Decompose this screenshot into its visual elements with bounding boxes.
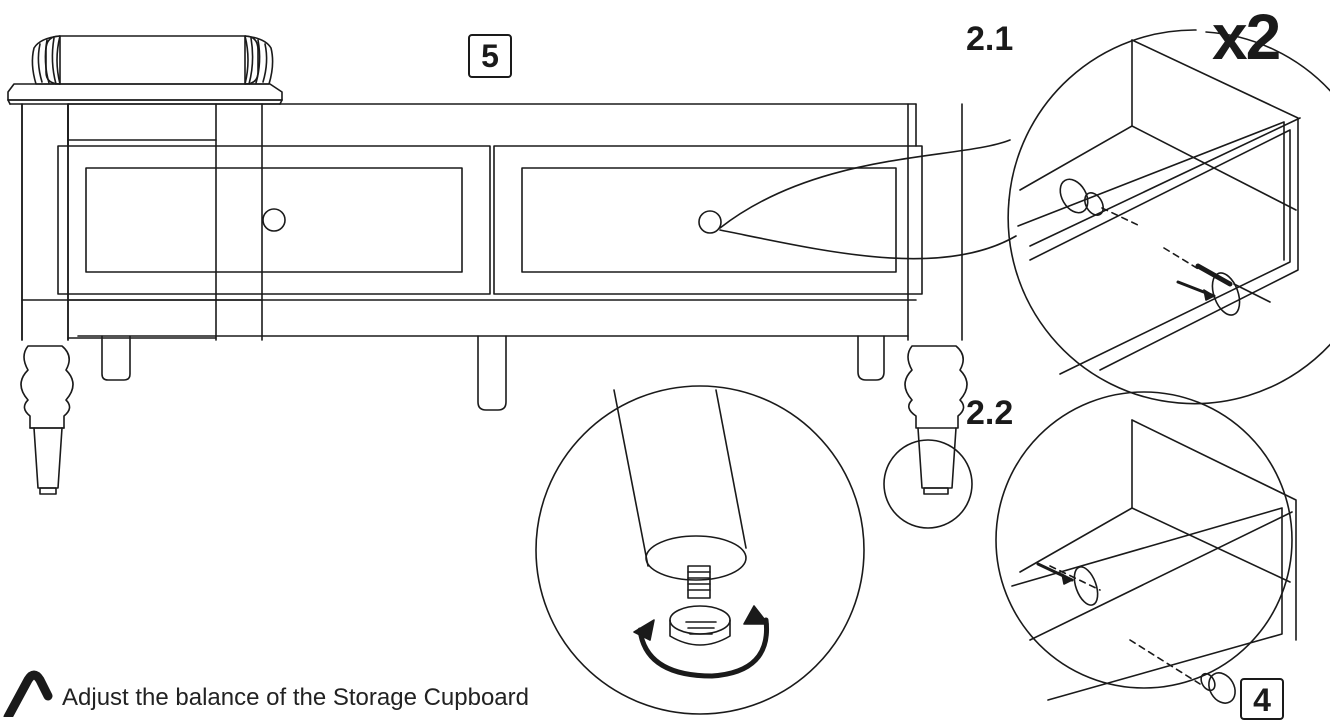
multiplier-label: x2 (1212, 1, 1281, 73)
detail-circle-2-2 (995, 391, 1297, 704)
detail-circle-2-1 (719, 29, 1330, 405)
detail-label-2-2: 2.2 (966, 394, 1014, 432)
leg-front-left (20, 103, 74, 495)
detail-label-2-1: 2.1 (966, 20, 1014, 58)
leg-back (101, 335, 885, 411)
step-number-bottom: 4 (1240, 678, 1284, 720)
drawer-left (57, 145, 491, 295)
seat-cushion (31, 35, 274, 85)
step-number-top: 5 (468, 34, 512, 78)
instruction-caption: Adjust the balance of the Storage Cupboa… (62, 684, 529, 711)
warning-icon (3, 670, 53, 717)
bench-top (7, 83, 283, 105)
drawer-right (493, 145, 923, 295)
zoom-circle-leg (883, 439, 973, 529)
leg-front-right (904, 103, 968, 495)
detail-circle-foot (535, 385, 865, 715)
